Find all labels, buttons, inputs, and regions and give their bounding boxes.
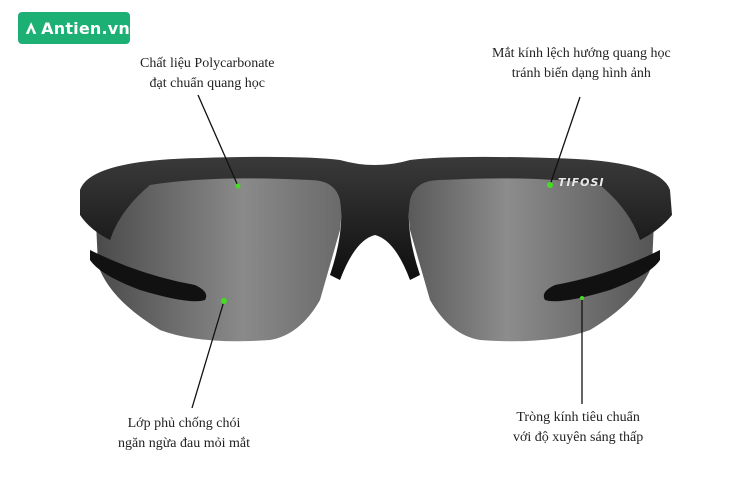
annotation-anti-glare: Lớp phủ chống chói ngăn ngừa đau mỏi mắt [118, 416, 251, 451]
annotation-material: Chất liệu Polycarbonate đạt chuẩn quang … [140, 56, 275, 91]
frame [80, 156, 672, 280]
annotation-dot-standard [580, 296, 584, 300]
tifosi-logo: TIFOSI [558, 176, 604, 189]
annotation-dot-material [235, 183, 241, 189]
antien-logo-icon [25, 22, 37, 35]
right-lens [408, 175, 655, 342]
brand-name: Antien.vn [41, 18, 130, 38]
left-lens [95, 175, 342, 342]
annotation-decentered-lens: Mắt kính lệch hướng quang học tránh biến… [492, 46, 671, 81]
annotation-standard-lens: Tròng kính tiêu chuẩn với độ xuyên sáng … [513, 410, 644, 445]
annotation-dot-anti-glare [221, 298, 227, 304]
brand-logo[interactable]: Antien.vn [18, 12, 130, 44]
annotation-dot-decentered [547, 182, 553, 188]
